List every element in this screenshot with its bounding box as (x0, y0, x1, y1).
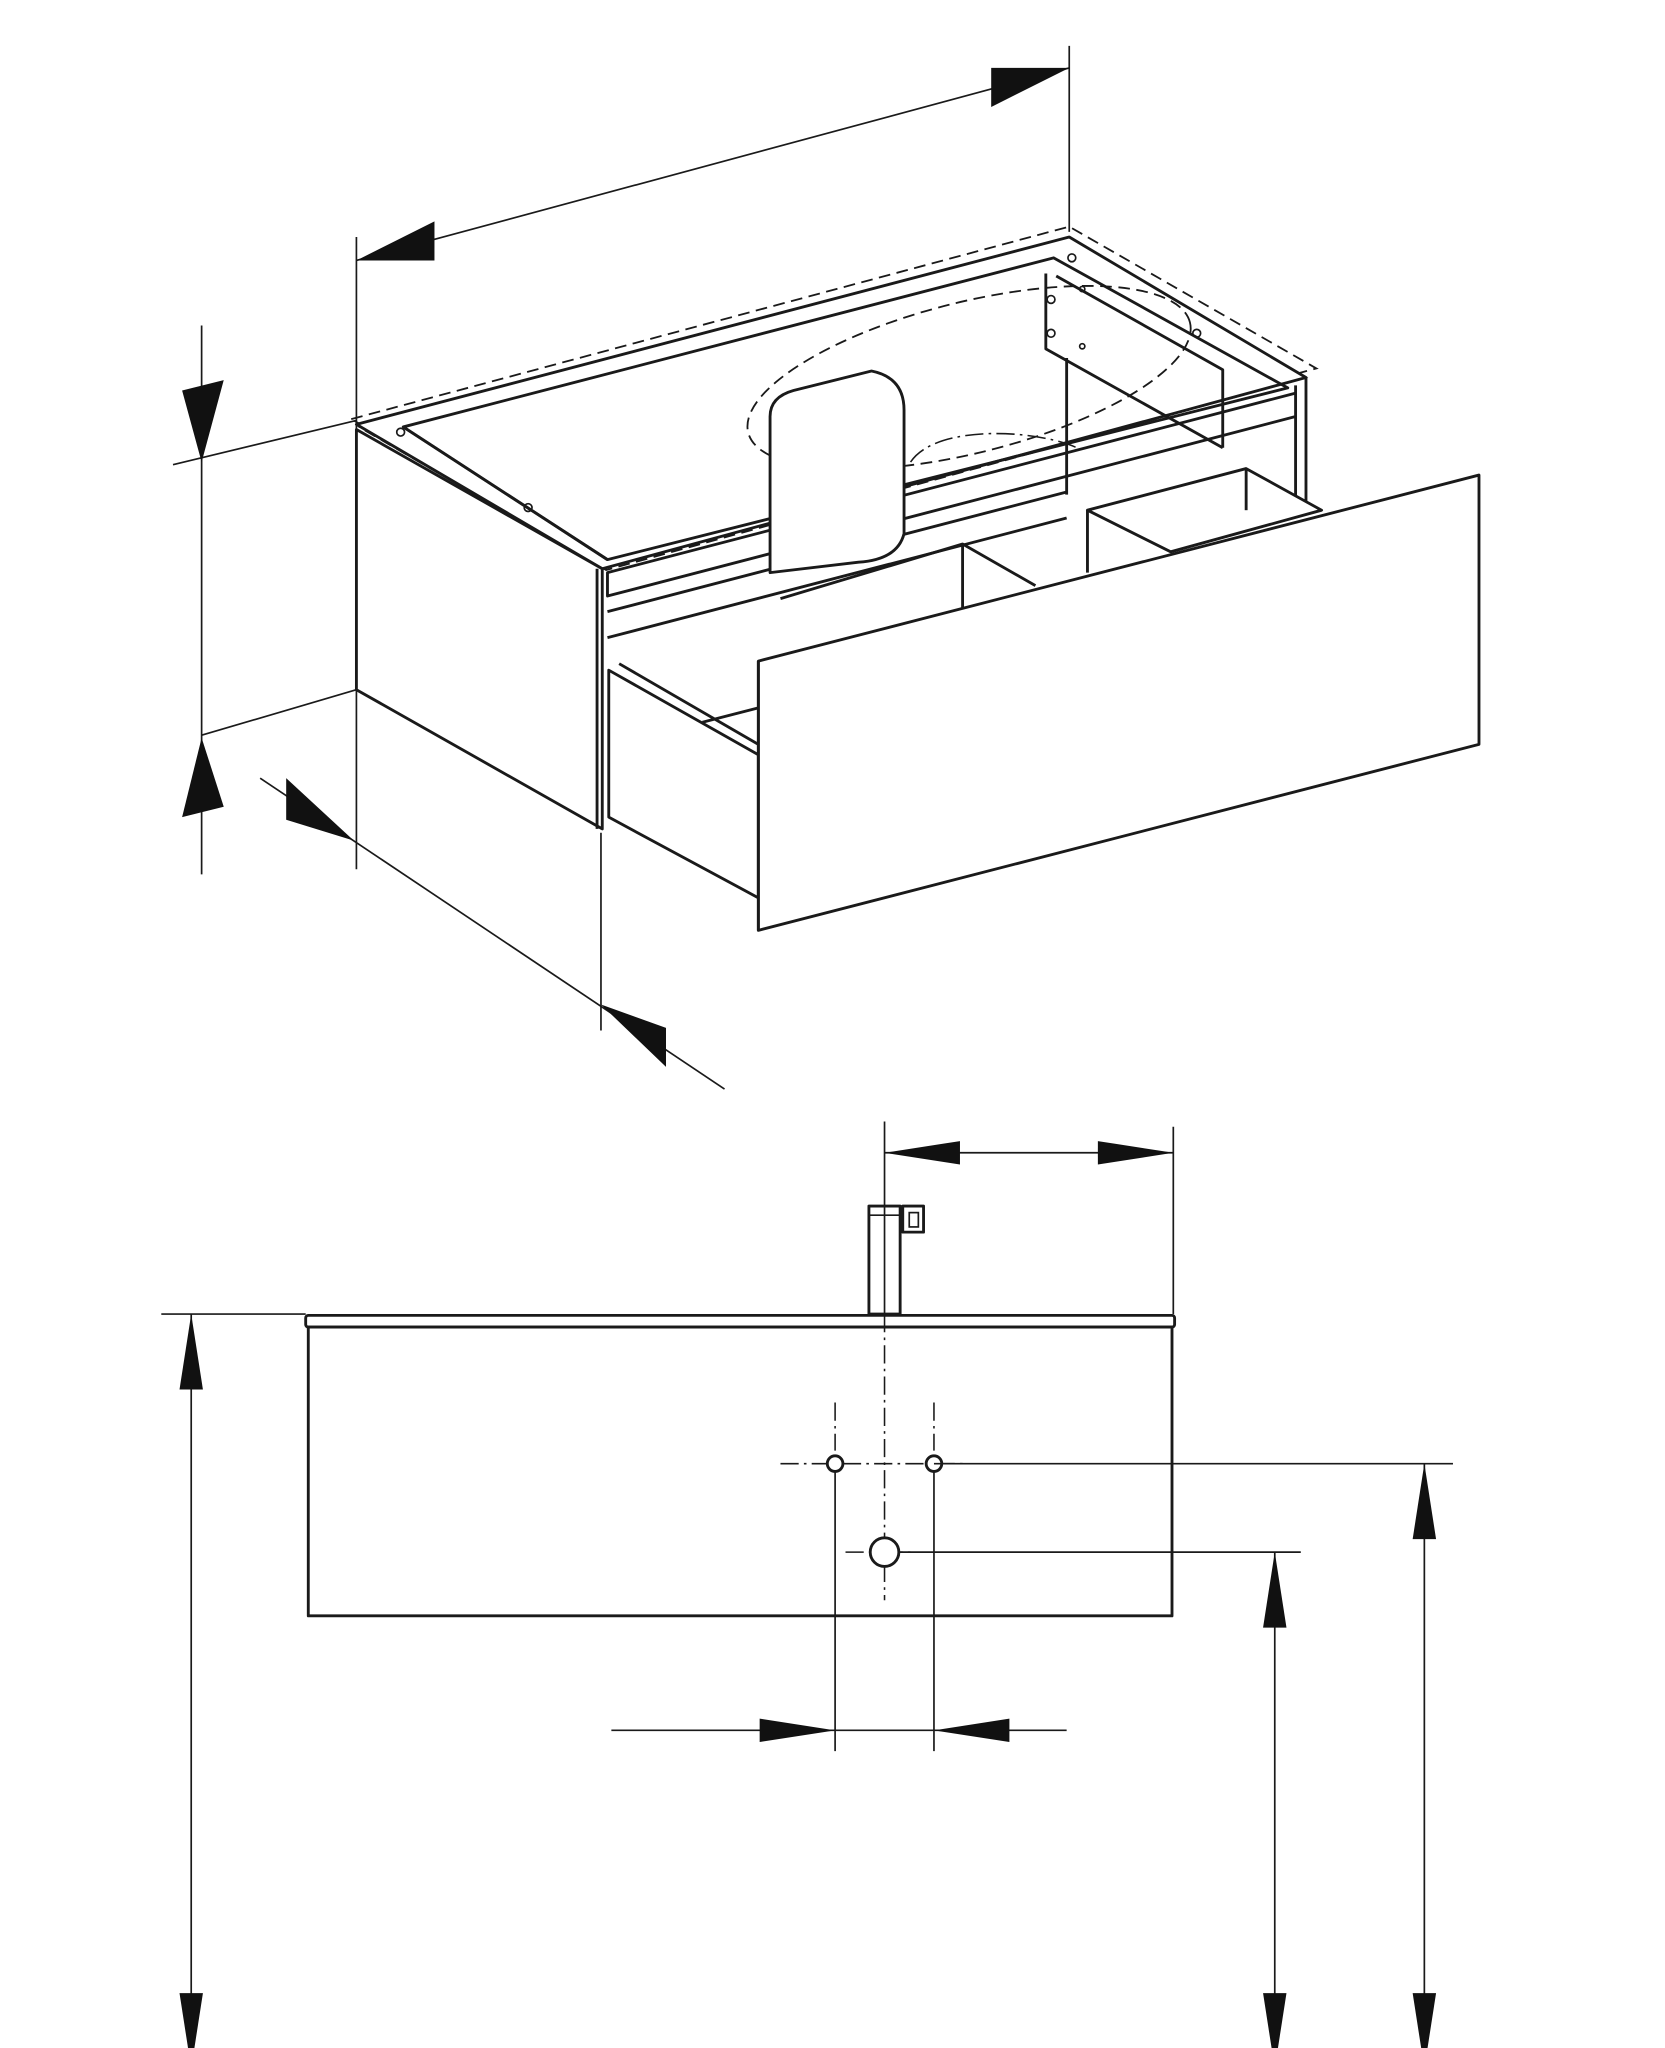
arrow-head (286, 778, 354, 841)
arrow-head (1412, 1993, 1437, 2048)
arrow-head (179, 1314, 203, 1390)
arrow-head (1412, 1463, 1437, 1540)
drain-height-dimension (898, 1551, 1301, 2048)
arrow-head (356, 221, 435, 261)
basin-outline (746, 284, 1192, 471)
siphon-cutout (768, 369, 906, 575)
arrow-head (884, 1141, 960, 1165)
front-view (161, 1121, 1453, 2048)
width-dimension (355, 45, 1071, 870)
arrow-head (933, 1718, 1010, 1743)
height-dimension (172, 325, 357, 875)
arrow-head (1263, 1552, 1287, 1628)
cabinet-front (306, 1325, 1174, 1618)
isometric-view (172, 45, 1481, 1090)
arrow-head (179, 1993, 203, 2048)
overall-height-dimension (161, 1313, 306, 2048)
arrow-head (991, 67, 1070, 107)
drain-hole (868, 1536, 901, 1568)
arrow-head (182, 380, 224, 463)
connection-height-dimension (933, 1462, 1453, 2048)
arrow-head (759, 1718, 836, 1743)
arrow-head (600, 1004, 666, 1067)
internal-drawer (780, 467, 1324, 612)
faucet-offset-dimension (883, 1121, 1175, 1315)
countertop (304, 1313, 1177, 1329)
arrow-head (182, 737, 224, 818)
connection-hole (825, 1454, 845, 1473)
hole-spacing-dimension (611, 1471, 1067, 1752)
arrow-head (1097, 1141, 1174, 1165)
depth-dimension (259, 777, 726, 1090)
faucet (867, 1204, 925, 1316)
arrow-head (1263, 1993, 1287, 2048)
drawer-box (607, 662, 760, 900)
